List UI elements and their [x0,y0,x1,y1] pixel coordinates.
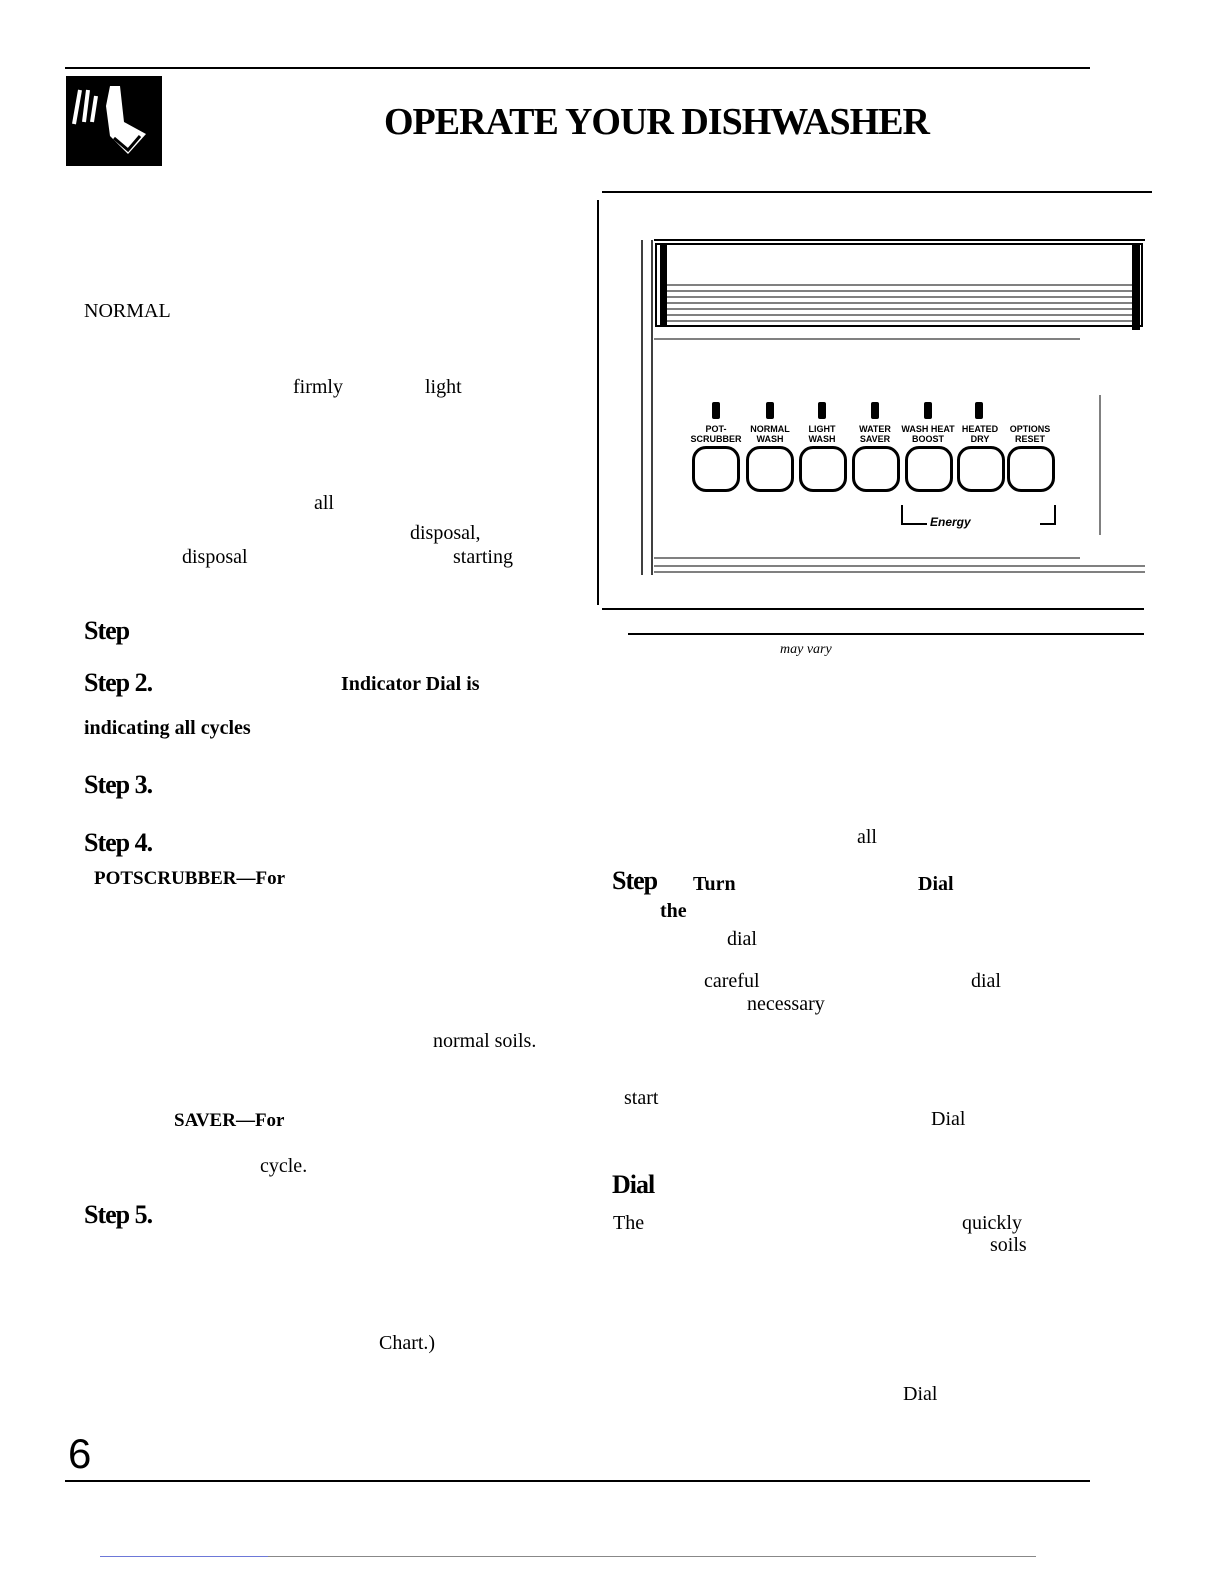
text-normal-soils: normal soils. [433,1030,537,1052]
text-necessary: necessary [747,993,825,1015]
energy-bracket-left [901,505,903,525]
figure-caption: may vary [780,642,832,657]
figure-bottom-rule [602,608,1144,610]
text-dial-2: dial [727,928,757,950]
energy-label: Energy [930,515,971,529]
heated-dry-button[interactable] [957,446,1005,492]
water-saver-button[interactable] [852,446,900,492]
step-2-heading: Step 2. [84,668,153,697]
step-2-line-2: indicating all cycles [84,717,251,739]
bottom-rule-blue [100,1556,268,1557]
text-the: the [660,900,687,922]
indicator-lamp-heated-dry [975,402,983,419]
normal-wash-button[interactable] [746,446,794,492]
text-disposal-1: disposal, [410,522,481,544]
step-2-bold-text: Indicator Dial is [341,673,480,695]
energy-bracket-right [1054,505,1056,525]
text-careful: careful [704,970,760,992]
bottom-rule-gray [268,1556,1036,1557]
water-saver-text: SAVER—For [174,1110,285,1131]
text-cycle: cycle. [260,1155,308,1177]
text-turn: Turn [693,873,736,895]
indicator-lamp-wash-heat-boost [924,402,932,419]
text-light: light [425,376,462,398]
pointing-hand-icon [72,86,146,154]
dial-heading: Dial [612,1170,655,1199]
indicator-lamp-water-saver [871,402,879,419]
caption-rule [628,633,1144,635]
text-normal: NORMAL [84,300,171,322]
page-title: OPERATE YOUR DISHWASHER [384,101,930,143]
text-chart: Chart.) [379,1332,436,1354]
text-right-all: all [857,826,877,848]
potscrubber-button[interactable] [692,446,740,492]
potscrubber-text: POTSCRUBBER—For [94,868,286,889]
step-heading-right: Step [612,866,658,895]
energy-bracket-left-foot [901,523,927,525]
step-3-heading: Step 3. [84,770,153,799]
figure-left-rule [597,200,599,605]
top-rule [65,67,1090,69]
page-number: 6 [68,1430,92,1477]
text-disposal-2: disposal [182,546,248,568]
text-dial-5: Dial [903,1383,938,1405]
indicator-lamp-normal-wash [766,402,774,419]
label-potscrubber: POT-SCRUBBER [690,424,742,444]
figure-top-rule [602,191,1152,193]
text-dial-3: dial [971,970,1001,992]
text-soils: soils [990,1234,1027,1256]
text-starting: starting [453,546,513,568]
step-5-heading: Step 5. [84,1200,153,1229]
text-start: start [624,1087,659,1109]
text-dial-bold: Dial [918,873,954,895]
control-panel-drawing [641,239,1145,575]
text-the-para: The [613,1212,645,1234]
hand-logo [66,76,162,166]
step-4-heading: Step 4. [84,828,153,857]
text-firmly: firmly [293,376,343,398]
light-wash-button[interactable] [799,446,847,492]
wash-heat-boost-button[interactable] [905,446,953,492]
indicator-lamp-light-wash [818,402,826,419]
text-quickly: quickly [962,1212,1022,1234]
text-all: all [314,492,334,514]
text-dial-4: Dial [931,1108,966,1130]
step-1-heading: Step [84,616,130,645]
options-reset-button[interactable] [1007,446,1055,492]
footer-rule [65,1480,1090,1482]
indicator-lamp-potscrubber [712,402,720,419]
energy-bracket-right-foot [1040,523,1056,525]
